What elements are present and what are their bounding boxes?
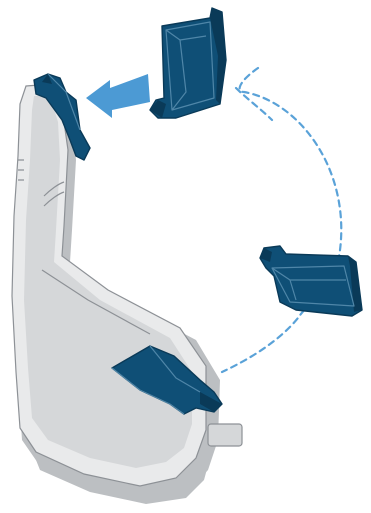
top-clip-installed	[33, 73, 91, 161]
lower-clip-installed	[111, 345, 223, 415]
clip-part-upright	[149, 7, 227, 119]
arrow-left-icon	[86, 74, 150, 118]
dashed-rotation-path	[220, 66, 343, 374]
clip-part-flat	[259, 245, 363, 317]
cartridge-body	[11, 83, 243, 504]
